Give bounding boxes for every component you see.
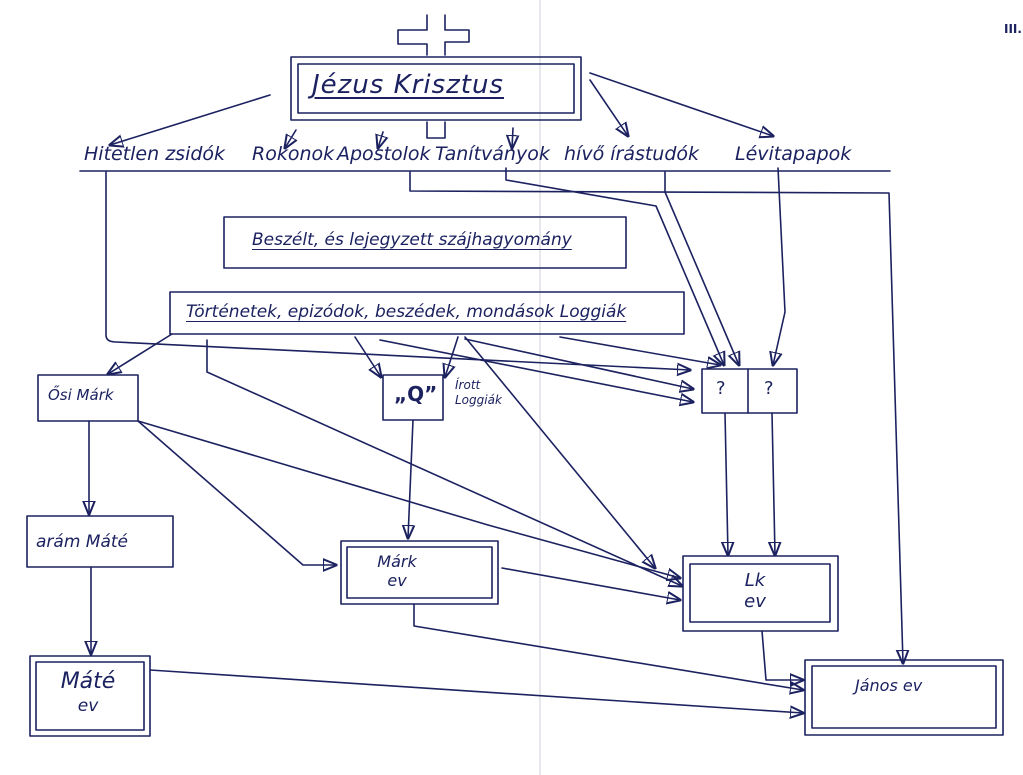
connector-episodes-unknown-3 <box>379 339 693 402</box>
group-hivo-irastudok: hívő írástudók <box>564 143 700 165</box>
groups-row: Hitetlen zsidók Rokonok Apostolok Tanítv… <box>80 143 900 171</box>
oral-tradition-label: Beszélt, és lejegyzett szájhagyomány <box>252 230 572 250</box>
connector-episodes-osimark <box>108 333 173 374</box>
connector-unknown2-lk <box>772 412 775 555</box>
root-box-inner <box>297 63 575 114</box>
unknown-source-1: ? <box>716 378 726 399</box>
mate-ev-box-inner <box>35 661 145 731</box>
janos-ev-label: János ev <box>855 676 923 695</box>
mark-ev-box-outer <box>340 540 499 605</box>
episodes-label: Történetek, epizódok, beszédek, mondások… <box>186 302 627 322</box>
connector-episodes-lk <box>464 336 655 568</box>
connector-levitapapok <box>773 167 786 365</box>
connector-hitetlen <box>105 171 690 370</box>
connector-tanitvanyok <box>505 167 724 365</box>
mark-ev-subtitle: ev <box>387 571 407 590</box>
aram-mate-label: arám Máté <box>36 532 128 552</box>
root-box-outer <box>290 56 582 121</box>
connector-markev-janos <box>413 603 803 690</box>
cross-icon <box>397 14 470 139</box>
q-note-irott: Írott <box>455 378 481 392</box>
mate-ev-box-outer <box>29 655 151 737</box>
connector-markev-lk <box>501 567 680 600</box>
connector-mateev-janos <box>149 669 803 713</box>
root-to-groups-arrows <box>110 72 773 148</box>
lk-ev-label: Lk ev <box>715 570 795 612</box>
group-hitetlen-zsidok: Hitetlen zsidók <box>84 143 226 165</box>
janos-ev-box-inner <box>811 665 997 729</box>
connector-episodes-lk-2 <box>206 339 682 586</box>
connector-episodes-q-1 <box>354 336 381 377</box>
root-label: Jézus Krisztus <box>312 70 504 100</box>
osi-mark-label: Ősi Márk <box>48 386 114 404</box>
connector-episodes-unknown-2 <box>464 338 693 389</box>
connector-episodes-q-2 <box>445 336 459 377</box>
lk-ev-subtitle: ev <box>744 591 766 612</box>
connector-apostolok-janos <box>409 171 903 663</box>
oral-tradition-box <box>223 216 627 269</box>
aram-mate-box <box>26 515 174 568</box>
connector-osimark-markev <box>137 420 336 565</box>
group-rokonok: Rokonok <box>252 143 335 165</box>
unknown-box <box>701 368 798 414</box>
q-source-label: „Q” <box>394 382 438 406</box>
osi-mark-box <box>37 374 139 422</box>
mate-ev-subtitle: ev <box>77 696 99 716</box>
q-note-loggiak: Loggiák <box>455 393 502 407</box>
connector-unknown1-lk <box>725 412 728 555</box>
group-levitapapok: Lévitapapok <box>735 143 852 165</box>
mark-ev-box-inner <box>346 546 493 599</box>
lk-ev-title: Lk <box>744 570 766 591</box>
unknown-source-2: ? <box>764 378 774 399</box>
episodes-box <box>169 291 685 335</box>
mate-ev-title: Máté <box>60 669 116 694</box>
janos-ev-box-outer <box>804 659 1004 736</box>
mate-ev-label: Máté ev <box>40 670 136 718</box>
connector-osimark-lk <box>137 420 680 578</box>
connector-episodes-unknown-1 <box>559 336 720 365</box>
connector-irastudok <box>664 171 739 365</box>
page-number: III. <box>1004 22 1022 36</box>
mark-ev-title: Márk <box>377 552 417 571</box>
connector-lk-janos <box>761 630 803 680</box>
group-apostolok: Apostolok <box>337 143 431 165</box>
mark-ev-label: Márk ev <box>347 552 447 590</box>
lk-ev-box-outer <box>682 555 839 632</box>
group-tanitvanyok: Tanítványok <box>435 143 550 165</box>
connector-q-markev <box>408 419 413 538</box>
lk-ev-box-inner <box>689 563 831 623</box>
